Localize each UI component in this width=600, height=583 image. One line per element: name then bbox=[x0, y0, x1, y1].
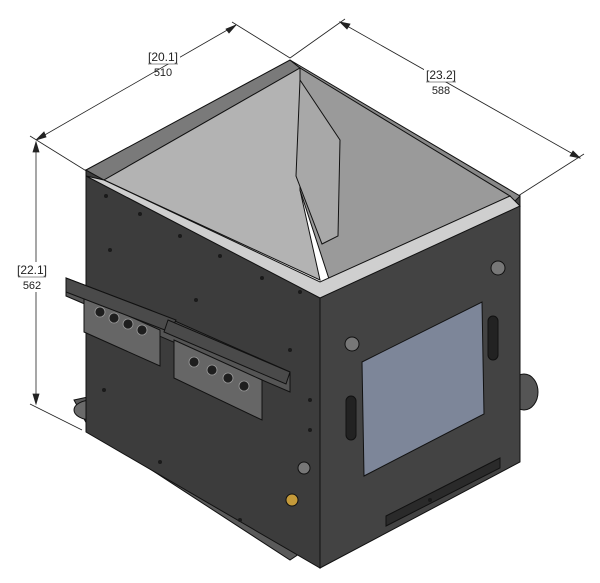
interior-front-lip bbox=[85, 175, 521, 299]
funnel-plate bbox=[295, 78, 341, 245]
width-arrow-right bbox=[225, 24, 237, 34]
right-face-window bbox=[361, 301, 485, 477]
width-extension-left bbox=[29, 135, 89, 173]
right-face-handle-upper[interactable] bbox=[487, 315, 499, 361]
port-left-4[interactable] bbox=[136, 324, 148, 336]
connector-housing-right bbox=[163, 319, 291, 385]
width-dimension-line bbox=[35, 24, 237, 141]
width-inches-label: [20.1] bbox=[148, 50, 178, 64]
width-mm-label: 510 bbox=[154, 67, 172, 79]
depth-arrow-right bbox=[569, 150, 582, 159]
height-arrow-top bbox=[32, 140, 40, 153]
right-face-bottom-slot bbox=[385, 457, 501, 527]
dimension-labels: [20.1] 510 [23.2] 588 [22.1] 562 bbox=[16, 48, 458, 292]
port-right-2[interactable] bbox=[206, 364, 218, 376]
depth-arrow-left bbox=[338, 21, 351, 30]
depth-mm-label: 588 bbox=[432, 85, 450, 97]
port-left-1[interactable] bbox=[94, 306, 106, 318]
port-left-2[interactable] bbox=[108, 312, 120, 324]
height-arrow-bottom bbox=[32, 393, 40, 406]
depth-inches-label: [23.2] bbox=[426, 68, 456, 82]
width-arrow-left bbox=[35, 131, 47, 141]
port-right-1[interactable] bbox=[188, 356, 200, 368]
right-face-handle-lower[interactable] bbox=[345, 395, 357, 441]
bolt-holes bbox=[102, 194, 432, 522]
depth-dimension-line bbox=[339, 21, 581, 159]
depth-extension-right bbox=[517, 153, 585, 197]
latch-upper-right[interactable] bbox=[490, 260, 506, 276]
height-mm-label: 562 bbox=[23, 280, 41, 292]
depth-extension-left bbox=[289, 18, 346, 59]
fitting-upper-icon bbox=[297, 461, 311, 475]
port-right-3[interactable] bbox=[222, 372, 234, 384]
height-inches-label: [22.1] bbox=[17, 263, 47, 277]
height-extension-bottom bbox=[29, 403, 83, 431]
latch-left[interactable] bbox=[344, 336, 360, 352]
port-left-3[interactable] bbox=[122, 318, 134, 330]
connector-ports bbox=[94, 306, 250, 392]
width-extension-right bbox=[231, 21, 291, 59]
machine-body bbox=[65, 59, 539, 569]
dimension-lines bbox=[29, 18, 585, 431]
port-right-4[interactable] bbox=[238, 380, 250, 392]
pneumatic-fitting bbox=[285, 461, 311, 507]
fitting-lower-icon bbox=[285, 493, 299, 507]
